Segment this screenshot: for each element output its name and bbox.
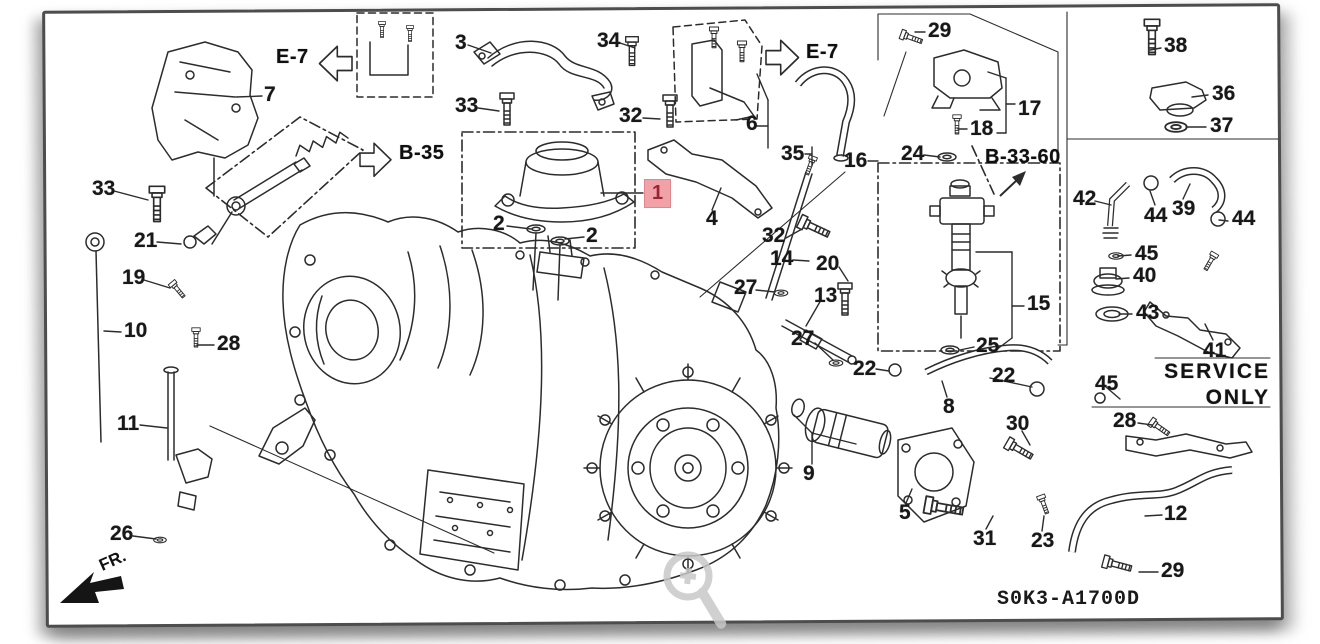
part-callout-41[interactable]: 41 <box>1203 339 1227 362</box>
ref-link-b-33-60[interactable]: B-33-60 <box>985 146 1061 168</box>
part-callout-39[interactable]: 39 <box>1172 197 1196 220</box>
part-callout-13[interactable]: 13 <box>814 284 838 307</box>
part-callout-2[interactable]: 2 <box>493 212 505 235</box>
part-callout-45[interactable]: 45 <box>1135 242 1159 265</box>
part-callout-40[interactable]: 40 <box>1133 264 1157 287</box>
highlighted-part-callout-1[interactable]: 1 <box>644 179 671 208</box>
part-callout-7[interactable]: 7 <box>264 83 276 106</box>
part-callout-22[interactable]: 22 <box>853 357 877 380</box>
part-callout-31[interactable]: 31 <box>973 527 997 550</box>
part-callout-44[interactable]: 44 <box>1232 207 1256 230</box>
part-callout-34[interactable]: 34 <box>597 29 621 52</box>
part-callout-19[interactable]: 19 <box>122 266 146 289</box>
part-callout-33[interactable]: 33 <box>92 177 116 200</box>
part-callout-27[interactable]: 27 <box>791 327 815 350</box>
part-callout-37[interactable]: 37 <box>1210 114 1234 137</box>
part-callout-29[interactable]: 29 <box>1161 559 1185 582</box>
ref-link-e-7[interactable]: E-7 <box>276 46 309 68</box>
part-callout-17[interactable]: 17 <box>1018 97 1042 120</box>
part-callout-28[interactable]: 28 <box>217 332 241 355</box>
part-callout-45[interactable]: 45 <box>1095 372 1119 395</box>
part-callout-43[interactable]: 43 <box>1136 301 1160 324</box>
part-callout-26[interactable]: 26 <box>110 522 134 545</box>
part-callout-11[interactable]: 11 <box>117 412 140 435</box>
part-callout-8[interactable]: 8 <box>943 395 955 418</box>
ref-link-e-7[interactable]: E-7 <box>806 41 839 63</box>
part-callout-32[interactable]: 32 <box>619 104 643 127</box>
part-callout-29[interactable]: 29 <box>928 19 952 42</box>
part-callout-27[interactable]: 27 <box>734 276 758 299</box>
diagram-code: S0K3-A1700D <box>997 588 1141 611</box>
part-callout-9[interactable]: 9 <box>803 462 815 485</box>
part-callout-10[interactable]: 10 <box>124 319 148 342</box>
part-callout-20[interactable]: 20 <box>816 252 840 275</box>
service-only-note-line2: ONLY <box>1205 386 1270 409</box>
part-callout-18[interactable]: 18 <box>970 117 994 140</box>
part-callout-42[interactable]: 42 <box>1073 187 1097 210</box>
part-callout-23[interactable]: 23 <box>1031 529 1055 552</box>
part-callout-4[interactable]: 4 <box>706 207 718 230</box>
part-callout-38[interactable]: 38 <box>1164 34 1188 57</box>
part-callout-6[interactable]: 6 <box>746 112 758 135</box>
part-callout-14[interactable]: 14 <box>770 247 794 270</box>
part-callout-16[interactable]: 16 <box>844 149 868 172</box>
part-callout-2[interactable]: 2 <box>586 224 598 247</box>
service-only-note-line1: SERVICE <box>1164 360 1270 383</box>
part-callout-36[interactable]: 36 <box>1212 82 1236 105</box>
part-callout-22[interactable]: 22 <box>992 364 1016 387</box>
part-callout-35[interactable]: 35 <box>781 142 805 165</box>
part-callout-25[interactable]: 25 <box>976 334 1000 357</box>
part-callout-24[interactable]: 24 <box>901 142 925 165</box>
part-callout-5[interactable]: 5 <box>899 501 911 524</box>
part-callout-15[interactable]: 15 <box>1027 292 1051 315</box>
fr-label: FR. <box>96 546 129 575</box>
ref-link-b-35[interactable]: B-35 <box>399 142 445 164</box>
part-callout-12[interactable]: 12 <box>1164 502 1188 525</box>
part-callout-32[interactable]: 32 <box>762 224 786 247</box>
part-callout-3[interactable]: 3 <box>455 31 467 54</box>
part-callout-44[interactable]: 44 <box>1144 204 1168 227</box>
part-callout-33[interactable]: 33 <box>455 94 479 117</box>
part-callout-21[interactable]: 21 <box>134 229 158 252</box>
part-callout-28[interactable]: 28 <box>1113 409 1137 432</box>
part-callout-30[interactable]: 30 <box>1006 412 1030 435</box>
